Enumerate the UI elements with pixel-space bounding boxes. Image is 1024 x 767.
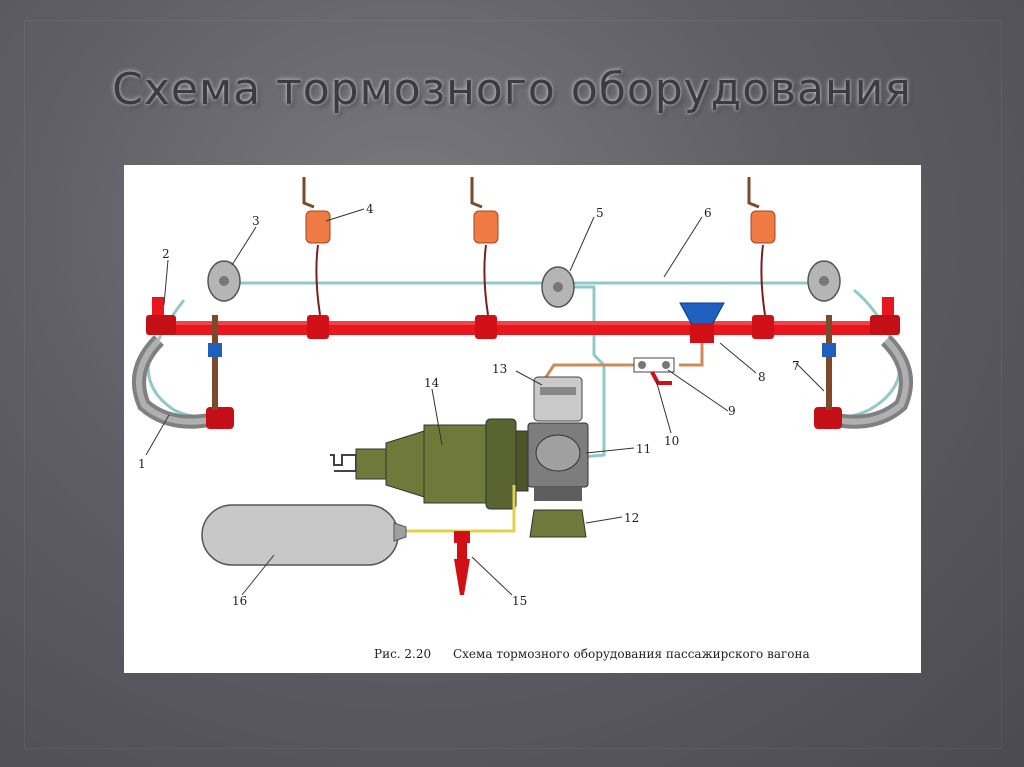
- air-distributor: [527, 376, 589, 501]
- callout-7: 7: [792, 359, 800, 373]
- figure-caption-text: Схема тормозного оборудования пассажирск…: [452, 647, 810, 661]
- callout-11: 11: [636, 442, 651, 456]
- main-brake-pipe: [164, 321, 882, 335]
- disconnect-cock-10: [633, 357, 675, 385]
- reservoir-16: [201, 504, 407, 566]
- callout-15: 15: [512, 594, 527, 608]
- callout-10: 10: [664, 434, 679, 448]
- callout-6: 6: [704, 206, 712, 220]
- device-3-left: [207, 260, 241, 302]
- figure-caption: Рис. 2.20 Схема тормозного оборудования …: [374, 647, 810, 661]
- callout-2: 2: [162, 247, 170, 261]
- slide-frame: [24, 20, 1002, 749]
- branch-right: [822, 315, 836, 410]
- leader-lines: [145, 208, 825, 596]
- branch-to-cock: [542, 343, 704, 381]
- device-5-middle: [541, 266, 575, 308]
- drain-valve-15: [454, 531, 470, 595]
- callout-8: 8: [758, 370, 766, 384]
- callouts: 1 2 3 4 5 6 7 8 9 10 11 12 13 14 15 16: [138, 202, 800, 608]
- callout-16: 16: [232, 594, 247, 608]
- device-8-funnel: [679, 302, 725, 343]
- branch-left: [208, 315, 222, 410]
- callout-1: 1: [138, 457, 146, 471]
- hose-left: [132, 335, 234, 429]
- emergency-valve-3: [747, 177, 776, 339]
- main-cylinder-14: [330, 418, 529, 510]
- hose-right: [814, 335, 913, 429]
- callout-12: 12: [624, 511, 639, 525]
- device-3-right: [807, 260, 841, 302]
- callout-9: 9: [728, 404, 736, 418]
- callout-14: 14: [424, 376, 440, 390]
- brake-cylinder-12: [529, 509, 587, 538]
- callout-5: 5: [596, 206, 604, 220]
- emergency-valve-1: [302, 177, 331, 339]
- end-cock-left: [146, 297, 176, 335]
- figure-number: Рис. 2.20: [374, 647, 432, 661]
- callout-13: 13: [492, 362, 507, 376]
- callout-4: 4: [366, 202, 374, 216]
- callout-3: 3: [252, 214, 260, 228]
- slide-title: Схема тормозного оборудования: [112, 64, 912, 115]
- brake-diagram: 1 2 3 4 5 6 7 8 9 10 11 12 13 14 15 16: [132, 177, 913, 608]
- end-cock-right: [870, 297, 900, 335]
- emergency-valve-2: [470, 177, 499, 339]
- diagram-panel: 1 2 3 4 5 6 7 8 9 10 11 12 13 14 15 16 Р…: [124, 165, 921, 673]
